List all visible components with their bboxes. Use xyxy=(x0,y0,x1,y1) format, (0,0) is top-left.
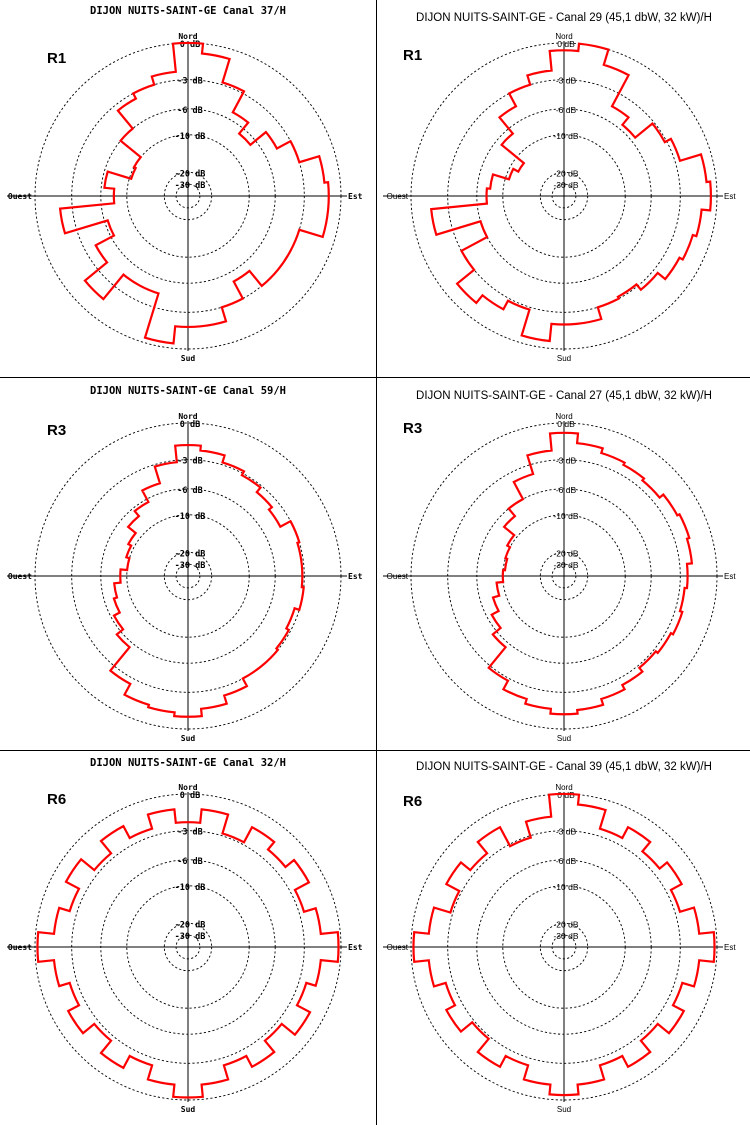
region-label: R1 xyxy=(403,47,422,64)
direction-label-north: Nord xyxy=(555,32,572,41)
direction-label-south: Sud xyxy=(557,354,571,363)
polar-chart-r6-canal-39: DIJON NUITS-SAINT-GE - Canal 39 (45,1 db… xyxy=(377,751,750,1125)
ring-label: 0 dB xyxy=(557,39,575,49)
panel-divider-horizontal xyxy=(0,377,750,378)
polar-chart-svg: DIJON NUITS-SAINT-GE - Canal 29 (45,1 db… xyxy=(383,12,736,363)
chart-title: DIJON NUITS-SAINT-GE Canal 37/H xyxy=(90,5,286,17)
ring-label: -10 dB xyxy=(553,131,578,141)
ring-label: -30 dB xyxy=(175,181,206,191)
radiation-pattern-line xyxy=(58,41,330,345)
chart-title: DIJON NUITS-SAINT-GE - Canal 29 (45,1 db… xyxy=(416,12,712,24)
ring-label: -20 dB xyxy=(553,548,578,558)
direction-label-south: Sud xyxy=(181,354,196,363)
chart-title: DIJON NUITS-SAINT-GE Canal 59/H xyxy=(90,385,286,397)
polar-chart-svg: DIJON NUITS-SAINT-GE Canal 37/H R1 NordSud… xyxy=(7,5,363,363)
direction-label-north: Nord xyxy=(178,32,197,41)
ring-label: 0 dB xyxy=(180,40,200,50)
direction-label-west: Ouest xyxy=(387,943,409,952)
polar-chart-svg: DIJON NUITS-SAINT-GE Canal 59/H R3 NordSud… xyxy=(7,385,363,743)
region-label: R6 xyxy=(47,791,66,808)
ring-label: -10 dB xyxy=(553,882,578,892)
ring-label: -10 dB xyxy=(175,512,206,522)
radiation-pattern-line xyxy=(487,431,694,716)
direction-label-west: Ouest xyxy=(387,192,409,201)
region-label: R6 xyxy=(403,793,422,810)
ring-label: -10 dB xyxy=(175,132,206,142)
direction-label-south: Sud xyxy=(557,1105,571,1114)
ring-label: 0 dB xyxy=(180,420,200,430)
ring-label: -3 dB xyxy=(556,827,577,837)
ring-label: -30 dB xyxy=(553,931,578,941)
direction-label-south: Sud xyxy=(181,734,196,743)
ring-label: -30 dB xyxy=(553,180,578,190)
ring-label: -10 dB xyxy=(175,883,206,893)
radiation-pattern-line xyxy=(429,42,713,343)
region-label: R3 xyxy=(47,422,66,439)
direction-label-east: Est xyxy=(724,943,736,952)
ring-label: -6 dB xyxy=(556,856,577,866)
polar-chart-r1-canal-29: DIJON NUITS-SAINT-GE - Canal 29 (45,1 db… xyxy=(377,0,750,378)
ring-label: -6 dB xyxy=(556,485,577,495)
ring-label: -3 dB xyxy=(177,828,203,838)
ring-label: 0 dB xyxy=(180,791,200,801)
ring-label: -6 dB xyxy=(177,106,203,116)
direction-label-east: Est xyxy=(348,572,363,581)
ring-label: -20 dB xyxy=(553,168,578,178)
polar-chart-svg: DIJON NUITS-SAINT-GE Canal 32/H R6 NordSud… xyxy=(7,757,363,1114)
direction-label-east: Est xyxy=(348,943,363,952)
polar-chart-svg: DIJON NUITS-SAINT-GE - Canal 39 (45,1 db… xyxy=(383,761,736,1114)
ring-label: -20 dB xyxy=(553,919,578,929)
direction-label-south: Sud xyxy=(181,1105,196,1114)
radiation-pattern-line xyxy=(412,792,716,1097)
ring-label: -6 dB xyxy=(556,105,577,115)
direction-label-south: Sud xyxy=(557,734,571,743)
ring-label: -20 dB xyxy=(175,169,206,179)
ring-label: -3 dB xyxy=(177,77,203,87)
direction-label-east: Est xyxy=(348,192,363,201)
direction-label-east: Est xyxy=(724,192,736,201)
chart-title: DIJON NUITS-SAINT-GE Canal 32/H xyxy=(90,757,286,769)
direction-label-west: Ouest xyxy=(8,572,32,581)
polar-chart-svg: DIJON NUITS-SAINT-GE - Canal 27 (45,1 db… xyxy=(383,390,736,743)
ring-label: 0 dB xyxy=(557,419,575,429)
direction-label-west: Ouest xyxy=(8,192,32,201)
ring-label: -6 dB xyxy=(177,486,203,496)
radiation-pattern-line xyxy=(108,443,305,718)
chart-title: DIJON NUITS-SAINT-GE - Canal 27 (45,1 db… xyxy=(416,390,712,402)
panel-divider-vertical xyxy=(376,0,377,1125)
direction-label-west: Ouest xyxy=(387,572,409,581)
ring-label: -10 dB xyxy=(553,511,578,521)
region-label: R3 xyxy=(403,420,422,437)
panel-divider-horizontal xyxy=(0,750,750,751)
chart-title: DIJON NUITS-SAINT-GE - Canal 39 (45,1 db… xyxy=(416,761,712,773)
ring-label: -20 dB xyxy=(175,549,206,559)
direction-label-west: Ouest xyxy=(8,943,32,952)
ring-label: -3 dB xyxy=(556,76,577,86)
ring-label: -3 dB xyxy=(556,456,577,466)
radiation-pattern-line xyxy=(36,808,340,1099)
direction-label-north: Nord xyxy=(178,412,197,421)
ring-label: -30 dB xyxy=(175,561,206,571)
direction-label-north: Nord xyxy=(555,412,572,421)
direction-label-north: Nord xyxy=(555,783,572,792)
ring-label: -30 dB xyxy=(553,560,578,570)
ring-label: -20 dB xyxy=(175,920,206,930)
ring-label: -3 dB xyxy=(177,457,203,467)
ring-label: -30 dB xyxy=(175,932,206,942)
ring-label: -6 dB xyxy=(177,857,203,867)
region-label: R1 xyxy=(47,50,66,67)
direction-label-east: Est xyxy=(724,572,736,581)
direction-label-north: Nord xyxy=(178,783,197,792)
polar-chart-r3-canal-27: DIJON NUITS-SAINT-GE - Canal 27 (45,1 db… xyxy=(377,378,750,751)
